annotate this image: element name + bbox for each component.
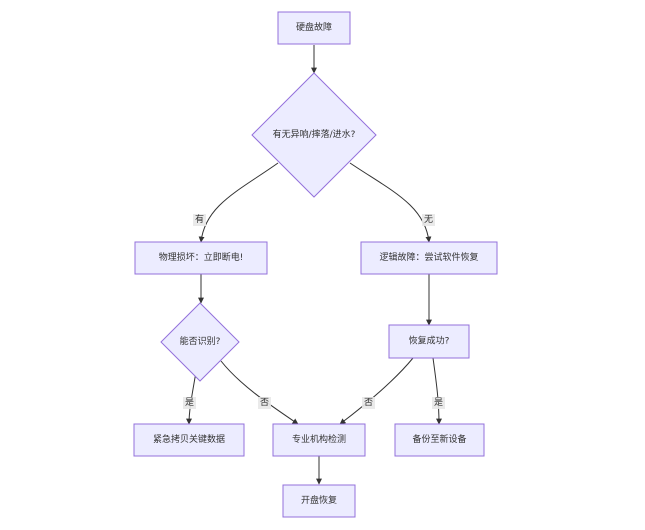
edge-label-no-damage: 无	[422, 214, 435, 226]
edge-label-yes-damage: 有	[193, 213, 206, 226]
svg-text:是: 是	[185, 397, 194, 408]
svg-text:专业机构检测: 专业机构检测	[292, 433, 346, 445]
svg-text:紧急拷贝关键数据: 紧急拷贝关键数据	[153, 433, 225, 445]
edge-label-recovered-no: 否	[362, 397, 375, 409]
node-logical-fault: 逻辑故障：尝试软件恢复	[360, 241, 498, 275]
edge-label-recovered-yes: 是	[432, 397, 445, 409]
svg-text:物理损坏：立即断电!: 物理损坏：立即断电!	[159, 251, 244, 263]
node-emergency-copy: 紧急拷贝关键数据	[133, 423, 245, 457]
edge-label-recognize-yes: 是	[183, 397, 196, 409]
svg-text:能否识别?: 能否识别?	[180, 335, 221, 347]
edge-recovered-to-professional	[339, 357, 414, 425]
decision-damage: 有无异响/摔落/进水?	[251, 72, 377, 198]
svg-text:否: 否	[260, 397, 269, 408]
svg-text:是: 是	[434, 397, 443, 408]
svg-text:开盘恢复: 开盘恢复	[301, 494, 337, 506]
svg-text:备份至新设备: 备份至新设备	[412, 433, 466, 445]
svg-text:逻辑故障：尝试软件恢复: 逻辑故障：尝试软件恢复	[379, 251, 478, 263]
svg-text:无: 无	[424, 214, 433, 225]
node-physical-damage: 物理损坏：立即断电!	[134, 241, 268, 275]
edge-recovered-to-backup	[432, 357, 442, 425]
edge-decision-to-logical	[349, 162, 432, 243]
svg-text:有无异响/摔落/进水?: 有无异响/摔落/进水?	[273, 128, 356, 140]
edge-decision-to-physical	[198, 162, 279, 243]
svg-text:否: 否	[364, 397, 373, 408]
decision-recognize: 能否识别?	[160, 302, 240, 382]
svg-text:恢复成功?: 恢复成功?	[409, 335, 450, 347]
edge-recognize-to-professional	[220, 360, 299, 425]
edge-label-recognize-no: 否	[258, 397, 271, 409]
node-backup-new: 备份至新设备	[394, 423, 485, 457]
decision-recovered: 恢复成功?	[388, 324, 470, 359]
svg-text:有: 有	[195, 213, 204, 225]
node-open-recovery: 开盘恢复	[282, 484, 356, 518]
node-hdd-fault: 硬盘故障	[277, 11, 351, 45]
node-professional-check: 专业机构检测	[272, 423, 366, 457]
svg-text:硬盘故障: 硬盘故障	[296, 21, 332, 33]
